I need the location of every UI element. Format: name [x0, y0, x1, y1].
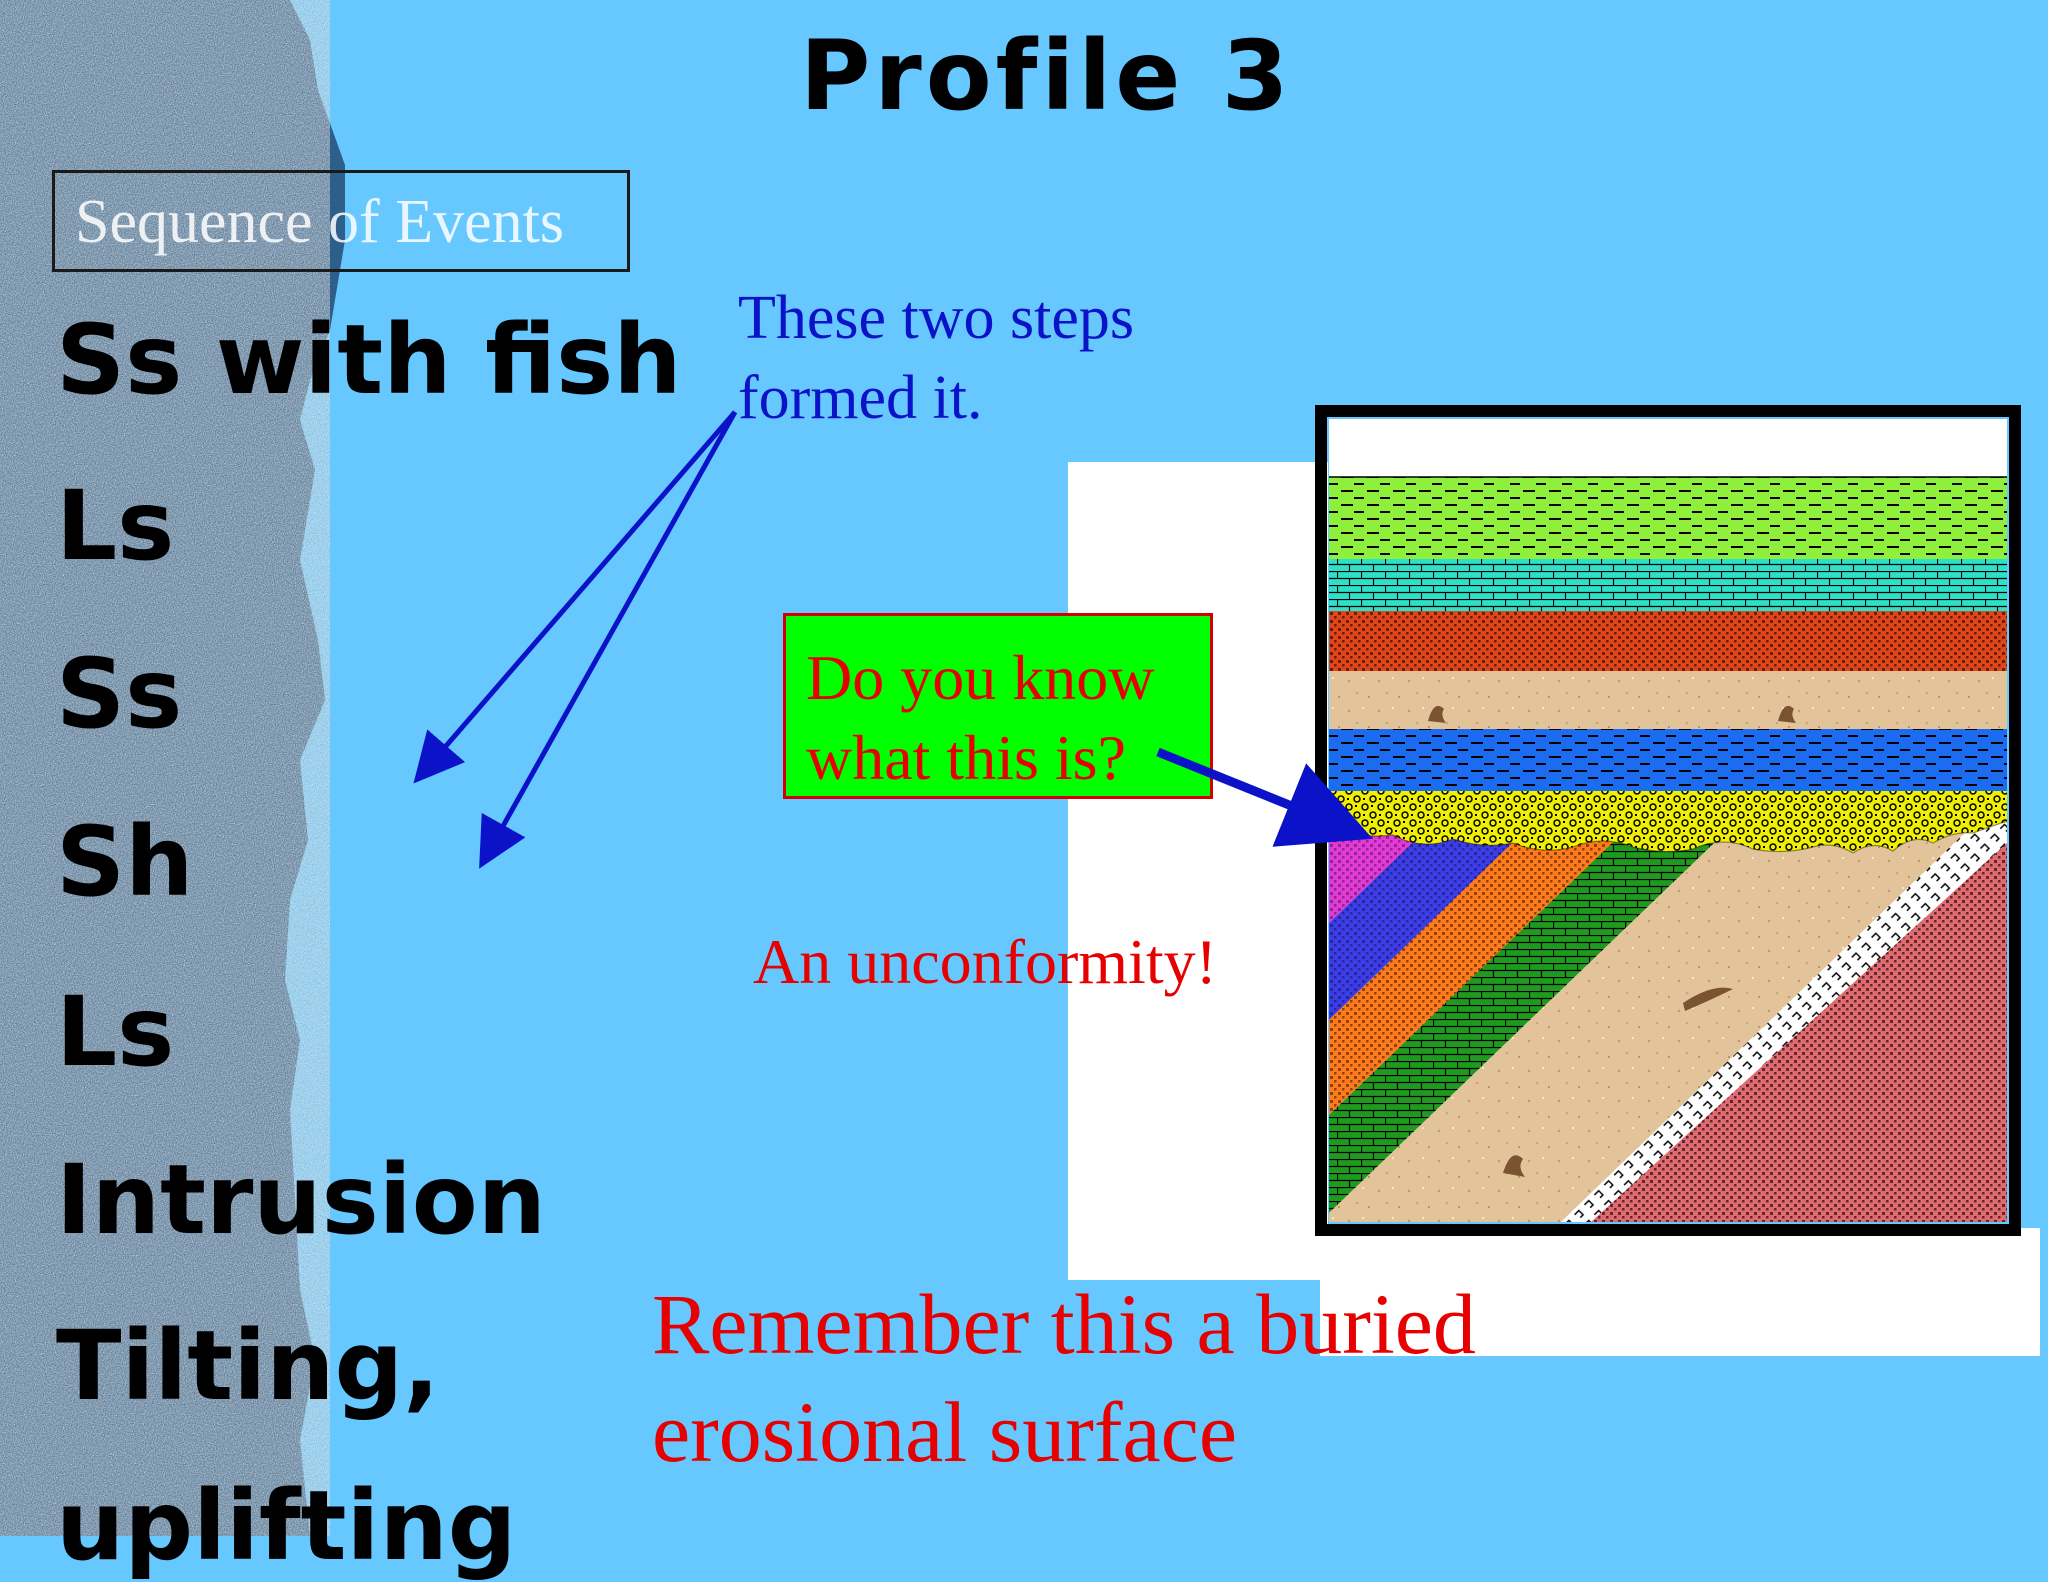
- fossil-fish-icon: [1428, 705, 1446, 723]
- remember-line: Remember this a buried: [652, 1276, 1476, 1372]
- steps-note-line: These two steps: [738, 284, 1135, 352]
- sequence-of-events-box: Sequence of Events: [52, 170, 630, 272]
- sequence-of-events-label: Sequence of Events: [75, 188, 564, 256]
- annotation-arrows: [413, 410, 1373, 869]
- geologic-profile: [1315, 405, 2021, 1236]
- page-title: Profile 3: [800, 20, 1293, 132]
- fossil-fish-icon: [1778, 705, 1796, 723]
- white-panel: [1320, 1228, 2040, 1356]
- question-line: what this is?: [806, 722, 1126, 793]
- tilted-strata: [1329, 823, 2007, 1222]
- arrow-to-step-two: [479, 410, 738, 869]
- steps-note: These two steps formed it.: [738, 278, 1134, 438]
- event-item: Ls: [56, 470, 175, 582]
- event-item: Ls: [56, 976, 175, 1088]
- granite-border: [0, 0, 345, 1536]
- arrow-to-unconformity: [1156, 747, 1373, 847]
- granite-rock: [0, 0, 330, 1536]
- white-panel: [1068, 462, 1328, 1280]
- remember-line: erosional surface: [652, 1384, 1237, 1480]
- fossil-fish-icon: [1683, 987, 1733, 1011]
- event-item: Ss: [56, 638, 183, 750]
- steps-note-line: formed it.: [738, 364, 983, 432]
- question-box: Do you know what this is?: [783, 613, 1213, 799]
- event-item: Intrusion: [56, 1144, 546, 1256]
- event-item: Sh: [56, 806, 194, 918]
- remember-note: Remember this a buried erosional surface: [652, 1270, 1476, 1486]
- question-line: Do you know: [806, 642, 1155, 713]
- arrow-to-step-one: [413, 410, 737, 784]
- fossil-fish-icon: [1503, 1155, 1525, 1177]
- answer-text: An unconformity!: [753, 926, 1217, 997]
- event-item: Tilting,: [56, 1310, 440, 1422]
- event-item: Ss with fish: [56, 304, 682, 416]
